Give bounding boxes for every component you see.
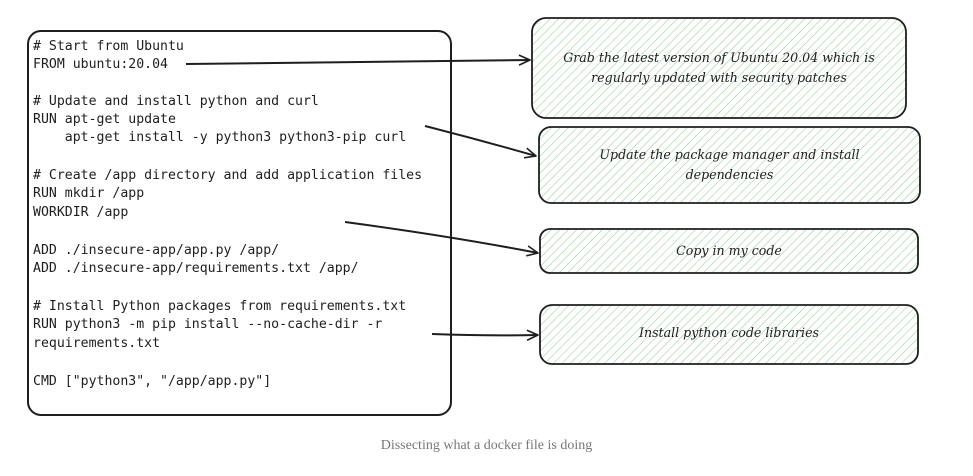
code-line: CMD ["python3", "/app/app.py"] — [33, 374, 272, 389]
note-box-copy — [539, 228, 919, 274]
code-line: apt-get install -y python3 python3-pip c… — [33, 130, 407, 145]
code-line: ADD ./insecure-app/app.py /app/ — [33, 243, 280, 258]
dockerfile-code-box — [27, 30, 452, 416]
code-line: requirements.txt — [33, 336, 161, 351]
note-box-update — [538, 126, 921, 204]
note-text-line: Grab the latest version of Ubuntu 20.04 … — [563, 50, 875, 65]
code-line: RUN mkdir /app — [33, 186, 145, 201]
arrow-from-line — [185, 54, 531, 66]
arrow-pip-install — [431, 329, 539, 341]
note-text-line: Update the package manager and install — [599, 147, 860, 162]
note-text-line: dependencies — [685, 167, 774, 182]
note-text-line: Copy in my code — [676, 243, 782, 258]
note-box-install — [539, 304, 919, 365]
code-line: # Install Python packages from requireme… — [33, 299, 407, 314]
note-text-copy: Copy in my code — [540, 241, 918, 261]
note-text-line: Install python code libraries — [639, 325, 819, 340]
arrow-run-apt-get — [424, 125, 537, 159]
note-text-install: Install python code libraries — [540, 323, 918, 343]
code-line: # Start from Ubuntu — [33, 39, 184, 54]
code-line: # Create /app directory and add applicat… — [33, 168, 423, 183]
note-text-ubuntu: Grab the latest version of Ubuntu 20.04 … — [532, 48, 906, 88]
note-text-update: Update the package manager and install d… — [539, 145, 920, 185]
figure-caption: Dissecting what a docker file is doing — [380, 438, 593, 453]
code-line: FROM ubuntu:20.04 — [33, 57, 168, 72]
code-line: # Update and install python and curl — [33, 94, 319, 109]
note-text-line: regularly updated with security patches — [591, 70, 847, 85]
code-line: ADD ./insecure-app/requirements.txt /app… — [33, 261, 359, 276]
note-box-ubuntu — [531, 17, 907, 119]
code-line: RUN python3 -m pip install --no-cache-di… — [33, 317, 383, 332]
code-line: RUN apt-get update — [33, 112, 176, 127]
arrow-workdir — [344, 221, 539, 257]
code-line: WORKDIR /app — [33, 205, 129, 220]
